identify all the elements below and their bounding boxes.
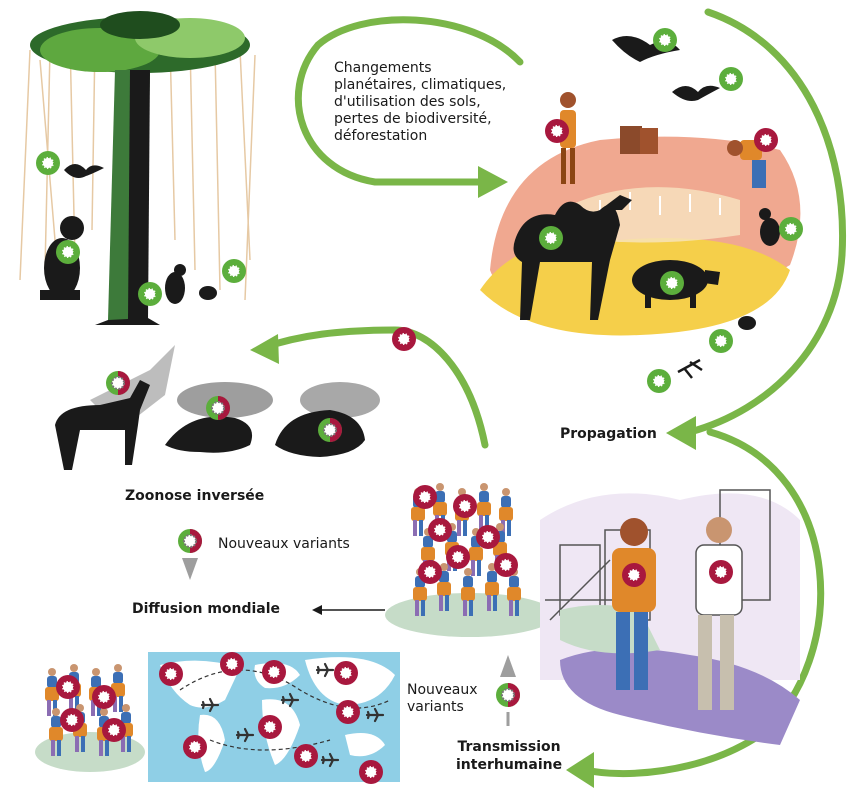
changes-line: Changements — [334, 60, 432, 76]
legend-column — [177, 528, 385, 615]
rural-scene — [480, 27, 804, 394]
trans-line: Transmission — [457, 739, 561, 755]
virus-green-icon — [221, 258, 247, 284]
changes-line: d'utilisation des sols, — [334, 94, 481, 110]
virus-green-icon — [55, 239, 81, 265]
tick-icon — [738, 316, 756, 330]
street-scene — [495, 489, 800, 745]
virus-red-icon — [261, 659, 287, 685]
virus-red-icon — [391, 326, 417, 352]
virus-red-icon — [452, 493, 478, 519]
virus-red-icon — [412, 484, 438, 510]
deer-icon — [55, 380, 150, 470]
virus-red-icon — [417, 559, 443, 585]
virus-red-icon — [335, 699, 361, 725]
wild-animals-scene — [55, 326, 417, 470]
virus-green-icon — [35, 150, 61, 176]
virus-mixed-icon — [105, 370, 131, 396]
virus-red-icon — [158, 661, 184, 687]
arrow-left-icon — [312, 605, 385, 615]
virus-green-icon — [708, 328, 734, 354]
virus-red-icon — [358, 759, 384, 785]
triangle-up-icon — [500, 655, 516, 677]
virus-green-icon — [652, 27, 678, 53]
virus-mixed-icon — [495, 682, 521, 708]
virus-green-icon — [538, 225, 564, 251]
propagation-label: Propagation — [560, 426, 657, 442]
virus-green-icon — [659, 270, 685, 296]
trans-line: interhumaine — [456, 757, 563, 773]
virus-green-icon — [137, 281, 163, 307]
virus-red-icon — [182, 734, 208, 760]
nouveaux-variants-right-label: Nouveaux variants — [407, 682, 497, 716]
virus-red-icon — [91, 684, 117, 710]
virus-green-icon — [718, 66, 744, 92]
diffusion-mondiale-label: Diffusion mondiale — [132, 601, 281, 617]
virus-red-icon — [475, 524, 501, 550]
virus-red-icon — [333, 660, 359, 686]
crowd-bottom-left — [35, 664, 145, 772]
barrels-icon — [620, 126, 658, 154]
nouveaux-variants-label: Nouveaux variants — [218, 536, 350, 552]
virus-red-icon — [445, 544, 471, 570]
crowd-center — [385, 483, 555, 637]
virus-red-icon — [708, 559, 734, 585]
tick-icon — [199, 286, 217, 300]
chicken-icon — [759, 208, 780, 246]
virus-red-icon — [427, 517, 453, 543]
virus-mixed-icon — [177, 528, 203, 554]
changes-line: déforestation — [334, 128, 428, 144]
rodent-icon — [165, 264, 186, 304]
virus-mixed-icon — [317, 417, 343, 443]
nv-line: Nouveaux — [407, 682, 478, 698]
virus-green-icon — [646, 368, 672, 394]
walker-right — [695, 517, 743, 710]
pangolin-icon — [165, 416, 253, 453]
virus-green-icon — [778, 216, 804, 242]
bat-icon — [64, 164, 104, 178]
virus-red-icon — [219, 651, 245, 677]
virus-red-icon — [544, 118, 570, 144]
hedgehog-shadow — [300, 382, 380, 418]
transmission-interhumaine-label: Transmission interhumaine — [456, 738, 562, 774]
virus-red-icon — [621, 562, 647, 588]
zoonose-inversee-label: Zoonose inversée — [125, 488, 265, 504]
bat-icon — [672, 85, 720, 101]
virus-red-icon — [753, 127, 779, 153]
virus-mixed-icon — [205, 395, 231, 421]
virus-red-icon — [101, 717, 127, 743]
arrow-heads — [250, 166, 696, 788]
virus-red-icon — [493, 552, 519, 578]
changes-line: pertes de biodiversité, — [334, 111, 492, 127]
camel-icon — [513, 195, 632, 320]
virus-red-icon — [59, 707, 85, 733]
triangle-down-icon — [182, 558, 198, 580]
virus-red-icon — [293, 743, 319, 769]
mosquito-icon — [677, 358, 703, 379]
world-map — [148, 651, 400, 785]
virus-red-icon — [55, 674, 81, 700]
changes-line: planétaires, climatiques, — [334, 77, 507, 93]
nv-line: variants — [407, 699, 464, 715]
virus-red-icon — [257, 714, 283, 740]
forest-scene — [19, 11, 256, 325]
changes-label: Changements planétaires, climatiques, d'… — [334, 60, 544, 145]
